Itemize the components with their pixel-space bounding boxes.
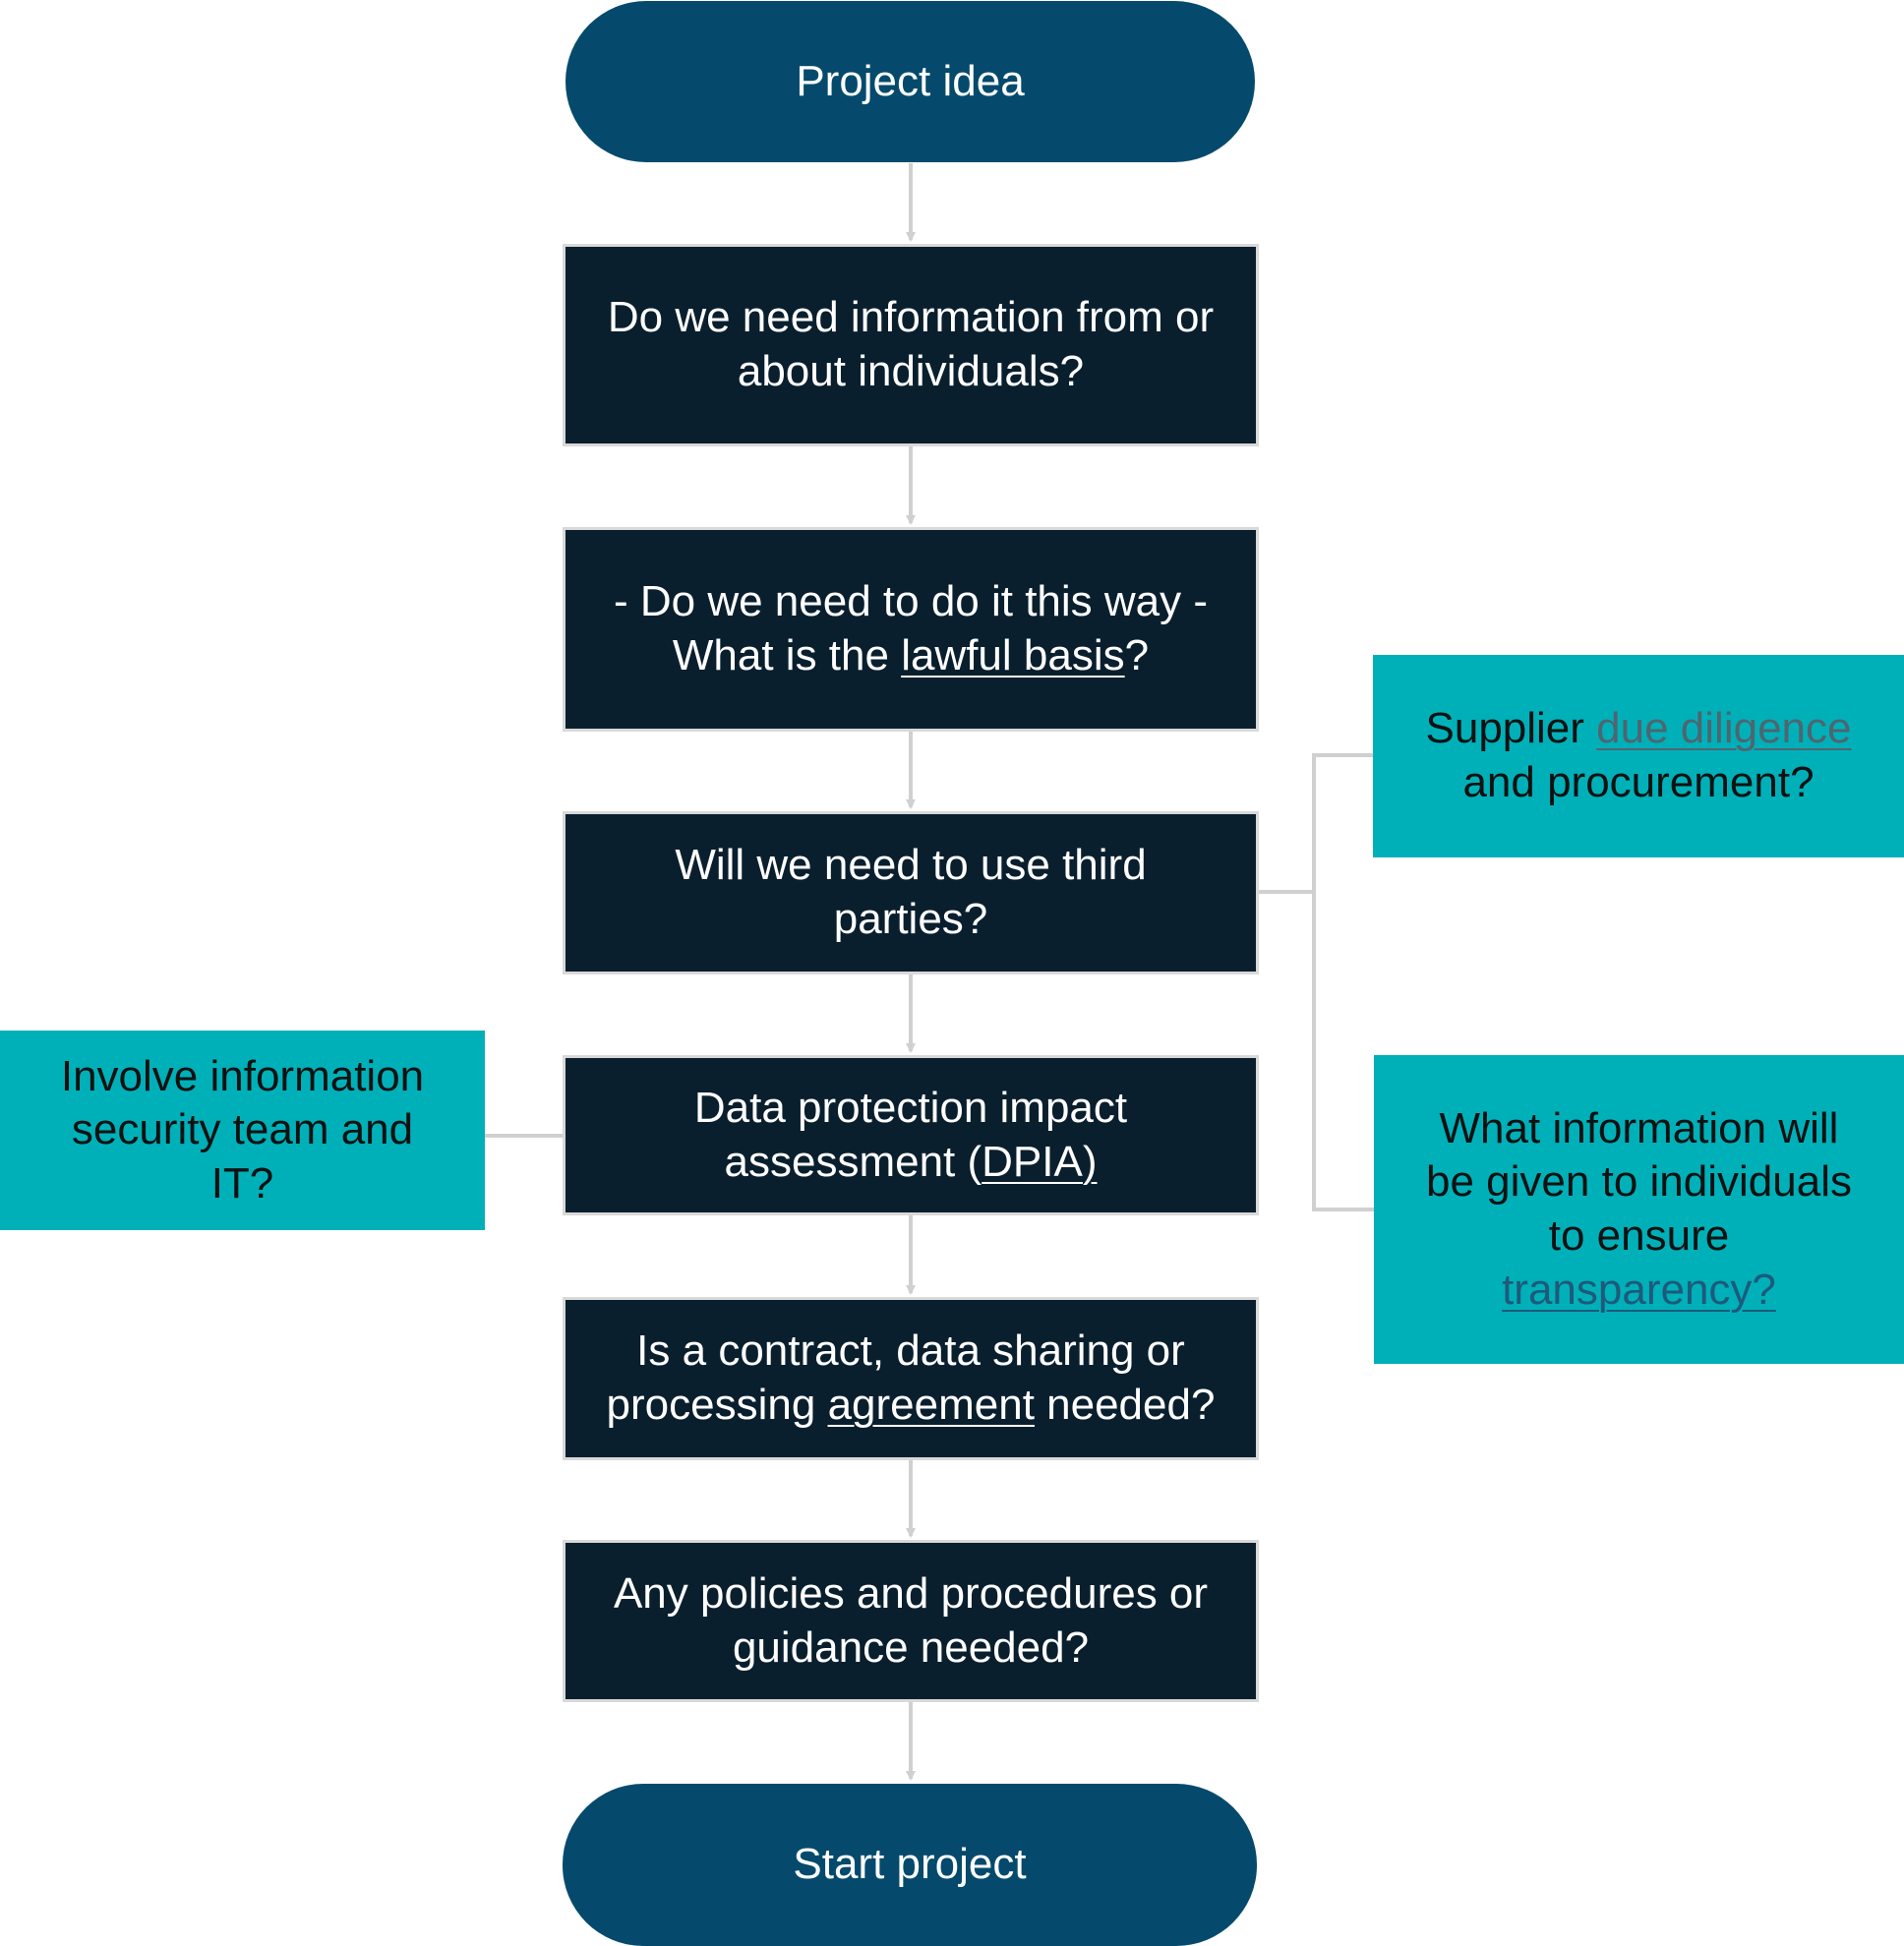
supplier-line1-prefix: Supplier xyxy=(1425,704,1597,753)
security-line2: security team and xyxy=(71,1105,414,1154)
step4-line1: Data protection impact xyxy=(693,1083,1128,1132)
step4-line2-prefix: assessment ( xyxy=(724,1137,982,1186)
end-terminal: Start project xyxy=(563,1784,1257,1946)
step-third-parties: Will we need to use third parties? xyxy=(563,811,1259,974)
step2-line2-suffix: ? xyxy=(1124,631,1150,679)
step-policies: Any policies and procedures or guidance … xyxy=(563,1540,1259,1702)
step6-line1: Any policies and procedures or xyxy=(613,1568,1209,1618)
supplier-line1: Supplier due diligence xyxy=(1426,702,1852,756)
due-diligence-link[interactable]: due diligence xyxy=(1596,704,1852,753)
transparency-link[interactable]: transparency? xyxy=(1502,1265,1776,1314)
transparency-line2: be given to individuals xyxy=(1426,1157,1852,1207)
step3-line2: parties? xyxy=(833,895,988,943)
step-need-information: Do we need information from or about ind… xyxy=(563,244,1259,446)
step4-line2: assessment (DPIA) xyxy=(694,1136,1127,1190)
step3-line1: Will we need to use third xyxy=(675,841,1147,890)
agreement-link[interactable]: agreement xyxy=(827,1381,1035,1429)
security-line3: IT? xyxy=(210,1158,274,1208)
side-security-team: Involve information security team and IT… xyxy=(0,1031,485,1230)
step5-line2-prefix: processing xyxy=(606,1381,828,1429)
lawful-basis-link[interactable]: lawful basis xyxy=(901,631,1125,679)
security-line1: Involve information xyxy=(60,1051,425,1100)
step6-line2: guidance needed? xyxy=(732,1622,1090,1672)
step5-line1: Is a contract, data sharing or xyxy=(636,1327,1185,1376)
transparency-line1: What information will xyxy=(1439,1103,1839,1152)
step5-line2: processing agreement needed? xyxy=(607,1379,1216,1433)
supplier-line2: and procurement? xyxy=(1462,758,1815,806)
connector-step3-to-transparency xyxy=(1312,892,1374,1211)
step2-line2-prefix: What is the xyxy=(672,631,902,679)
step5-line2-suffix: needed? xyxy=(1034,1381,1216,1429)
step1-line1: Do we need information from or xyxy=(607,293,1215,342)
step2-line2: What is the lawful basis? xyxy=(614,629,1208,683)
connector-step3-to-supplier xyxy=(1259,753,1373,894)
step-agreement: Is a contract, data sharing or processin… xyxy=(563,1297,1259,1460)
step-lawful-basis: - Do we need to do it this way - What is… xyxy=(563,527,1259,732)
side-transparency: What information will be given to indivi… xyxy=(1374,1055,1904,1364)
start-terminal: Project idea xyxy=(565,1,1255,162)
step2-line1: - Do we need to do it this way - xyxy=(613,577,1209,626)
transparency-line3: to ensure xyxy=(1548,1211,1730,1260)
end-label: Start project xyxy=(793,1840,1027,1889)
dpia-link[interactable]: DPIA) xyxy=(982,1137,1098,1186)
step1-line2: about individuals? xyxy=(737,347,1085,395)
side-supplier-due-diligence: Supplier due diligence and procurement? xyxy=(1373,655,1904,857)
start-label: Project idea xyxy=(796,56,1025,105)
step-dpia: Data protection impact assessment (DPIA) xyxy=(563,1055,1259,1215)
